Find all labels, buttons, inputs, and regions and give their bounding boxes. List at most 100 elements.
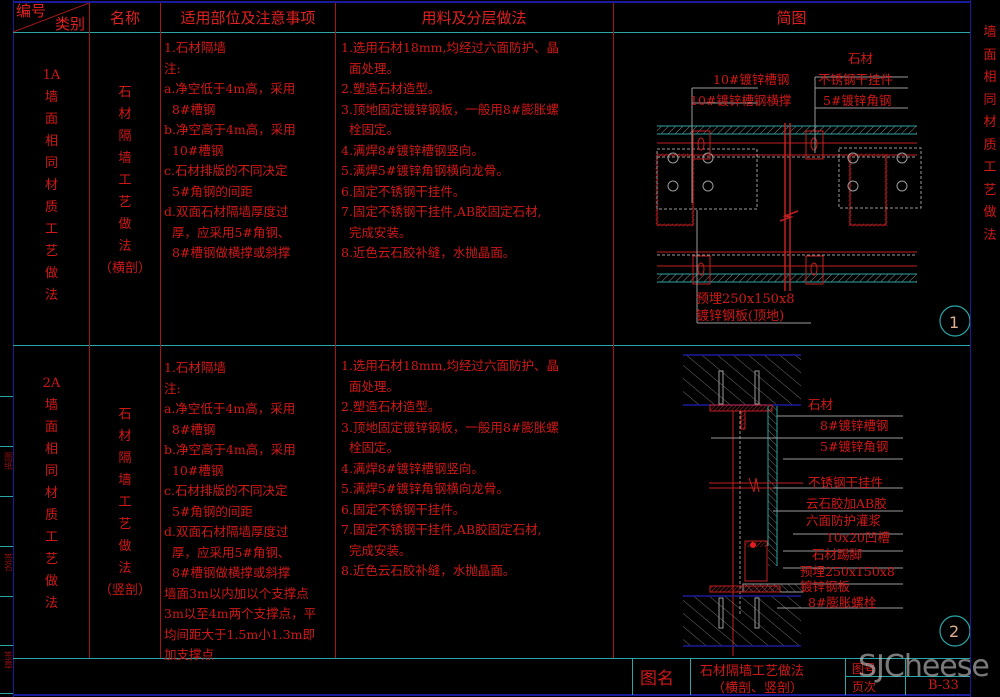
row1-material-line: 面处理。 bbox=[341, 60, 399, 76]
diagram1-label-angle5: 5#镀锌角钢 bbox=[823, 93, 892, 108]
left-tab-line bbox=[0, 645, 13, 646]
row1-material-line: 2.塑造石材造型。 bbox=[341, 81, 441, 96]
row1-material-line: 5.满焊5#镀锌角钢横向龙骨。 bbox=[341, 163, 509, 178]
row2-scope-line: b.净空高于4m高，采用 bbox=[164, 442, 296, 457]
left-tab-drawing[interactable]: 图纸 bbox=[2, 452, 12, 470]
row1-scope-line: 注: bbox=[164, 60, 181, 76]
diagram1-label-stone: 石材 bbox=[848, 51, 874, 66]
row1-name-column: 石 材 隔 墙 工 艺 做 法 （横剖） bbox=[98, 85, 151, 276]
right-margin-title: 墙 面 相 同 材 质 工 艺 做 法 bbox=[983, 25, 997, 243]
row2-material-line: 栓固定。 bbox=[341, 440, 399, 455]
row2-material-line: 1.选用石材18mm,均经过六面防护、晶 bbox=[341, 358, 560, 373]
row2-name-column: 石 材 隔 墙 工 艺 做 法 （竖剖） bbox=[98, 407, 151, 598]
row2-material-line: 2.塑造石材造型。 bbox=[341, 399, 441, 414]
stone-panel bbox=[768, 406, 777, 566]
diagram2-label: 云石胶加AB胶 bbox=[806, 496, 887, 511]
header-name: 名称 bbox=[109, 9, 140, 27]
diagram2-label: 8#镀锌槽钢 bbox=[820, 418, 889, 433]
row1-scope-line: a.净空低于4m高，采用 bbox=[164, 81, 296, 96]
row2-material-line: 7.固定不锈钢干挂件,AB胶固定石材, bbox=[341, 522, 542, 537]
row1-scope-line: c.石材排版的不同决定 bbox=[164, 163, 288, 178]
diagram1-label-channel10-brace: 10#镀锌槽钢横撑 bbox=[690, 93, 792, 108]
row1-material-line: 完成安装。 bbox=[341, 224, 412, 240]
row1-material-line: 3.顶地固定镀锌钢板，一般用8#膨胀螺 bbox=[341, 101, 559, 117]
diagram2-label: 预埋250x150x8 bbox=[800, 564, 895, 579]
detail-circle-1 bbox=[939, 305, 970, 337]
row1-scope-line: 1.石材隔墙 bbox=[164, 40, 226, 55]
row1-code: 1A bbox=[42, 68, 61, 83]
row2-material-line: 面处理。 bbox=[341, 378, 399, 394]
diagram2-label: 8#膨胀螺栓 bbox=[808, 595, 877, 610]
channel-steel-left bbox=[655, 153, 695, 227]
diagram-1-horizontal-section bbox=[655, 76, 970, 337]
tb-divider bbox=[845, 676, 970, 677]
row2-material-line: 8.近色云石胶补缝，水抛晶面。 bbox=[341, 563, 516, 578]
row1-material-line: 6.固定不锈钢干挂件。 bbox=[341, 183, 466, 199]
row2-material-line: 3.顶地固定镀锌钢板，一般用8#膨胀螺 bbox=[341, 419, 559, 435]
header-scope: 适用部位及注意事项 bbox=[180, 9, 316, 27]
header-diagram: 简图 bbox=[776, 9, 807, 27]
header-code-label: 编号 bbox=[16, 2, 47, 20]
floor-slab bbox=[683, 596, 801, 646]
diagram2-label: 不锈钢干挂件 bbox=[808, 475, 884, 490]
col-divider-1 bbox=[89, 3, 90, 658]
row1-scope-line: b.净空高于4m高，采用 bbox=[164, 122, 296, 137]
row1-scope-line: 8#槽钢 bbox=[164, 101, 216, 117]
row1-scope-line: 8#槽钢做横撑或斜撑 bbox=[164, 245, 291, 260]
left-tab-line bbox=[0, 446, 13, 447]
frame-left bbox=[13, 0, 14, 697]
row2-scope-line: d.双面石材隔墙厚度过 bbox=[164, 524, 289, 539]
diagram2-label: 石材 bbox=[808, 397, 834, 412]
row1-scope-line: 10#槽钢 bbox=[164, 142, 224, 158]
header-category-label: 类别 bbox=[55, 15, 86, 33]
left-tab-signature[interactable]: 签名 bbox=[2, 553, 12, 571]
top-stone-band bbox=[657, 126, 917, 134]
row2-scope-line: 8#槽钢做横撑或斜撑 bbox=[164, 565, 291, 580]
row2-material-line: 6.固定不锈钢干挂件。 bbox=[341, 501, 466, 517]
tb-divider bbox=[690, 658, 691, 695]
row1-material-line: 8.近色云石胶补缝，水抛晶面。 bbox=[341, 245, 516, 260]
row2-scope-line: 均间距大于1.5m小1.3m即 bbox=[164, 626, 315, 642]
diagram2-label: 5#镀锌角钢 bbox=[820, 439, 889, 454]
title-block-page-value: B-33 bbox=[928, 678, 959, 693]
row2-code-column: 2A 墙 面 相 同 材 质 工 艺 做 法 bbox=[13, 373, 90, 615]
row1-scope-line: d.双面石材隔墙厚度过 bbox=[164, 204, 289, 219]
left-tab-seal[interactable]: 签章 bbox=[2, 651, 12, 669]
row2-scope-line: 厚，应采用5#角钢、 bbox=[164, 544, 291, 560]
left-tab-line bbox=[0, 396, 13, 397]
frame-bottom bbox=[13, 694, 970, 696]
row2-material-line: 完成安装。 bbox=[341, 542, 412, 558]
row2-scope-line: a.净空低于4m高，采用 bbox=[164, 401, 296, 416]
row1-material-line: 7.固定不锈钢干挂件,AB胶固定石材, bbox=[341, 204, 542, 219]
detail-number-2: 2 bbox=[949, 622, 960, 641]
ceiling-slab bbox=[683, 355, 801, 405]
title-block-name-line2: （横剖、竖剖） bbox=[712, 681, 804, 696]
row2-scope-line: 注: bbox=[164, 380, 181, 396]
row1-material-line: 4.满焊8#镀锌槽钢竖向。 bbox=[341, 142, 484, 158]
title-block-page-label: 页次 bbox=[852, 680, 877, 694]
row1-material-text: 1.选用石材18mm,均经过六面防护、晶 面处理。 2.塑造石材造型。 3.顶地固定… bbox=[341, 38, 559, 264]
watermark: SJCheese bbox=[858, 649, 990, 684]
left-tab-line bbox=[0, 496, 13, 497]
title-block-drawing-no-label: 图号 bbox=[852, 662, 877, 676]
diagram1-label-channel10: 10#镀锌槽钢 bbox=[713, 72, 790, 87]
frame-right bbox=[970, 0, 971, 697]
row1-scope-line: 5#角钢的间距 bbox=[164, 183, 253, 199]
row2-scope-line: 3m以至4m两个支撑点，平 bbox=[164, 606, 317, 621]
left-tab-line bbox=[0, 693, 13, 694]
diagram-2-vertical-section bbox=[683, 354, 970, 656]
tb-divider bbox=[632, 658, 633, 695]
bolt-group bbox=[667, 152, 908, 192]
row2-material-line: 5.满焊5#镀锌角钢横向龙骨。 bbox=[341, 481, 509, 496]
diagram2-label: 镀锌钢板 bbox=[800, 579, 851, 594]
row2-scope-line: 加支撑点 bbox=[164, 647, 215, 662]
title-block-name-line1: 石材隔墙工艺做法 bbox=[700, 664, 805, 679]
row2-scope-line: 1.石材隔墙 bbox=[164, 360, 226, 375]
diagram1-label-embed-plate-2: 镀锌钢板(顶地) bbox=[696, 309, 785, 324]
row2-material-line: 4.满焊8#镀锌槽钢竖向。 bbox=[341, 460, 484, 476]
row1-code-column: 1A 墙 面 相 同 材 质 工 艺 做 法 bbox=[13, 65, 90, 307]
embedded-plates bbox=[692, 130, 824, 285]
footer-divider bbox=[13, 658, 970, 659]
row1-material-line: 1.选用石材18mm,均经过六面防护、晶 bbox=[341, 40, 560, 55]
